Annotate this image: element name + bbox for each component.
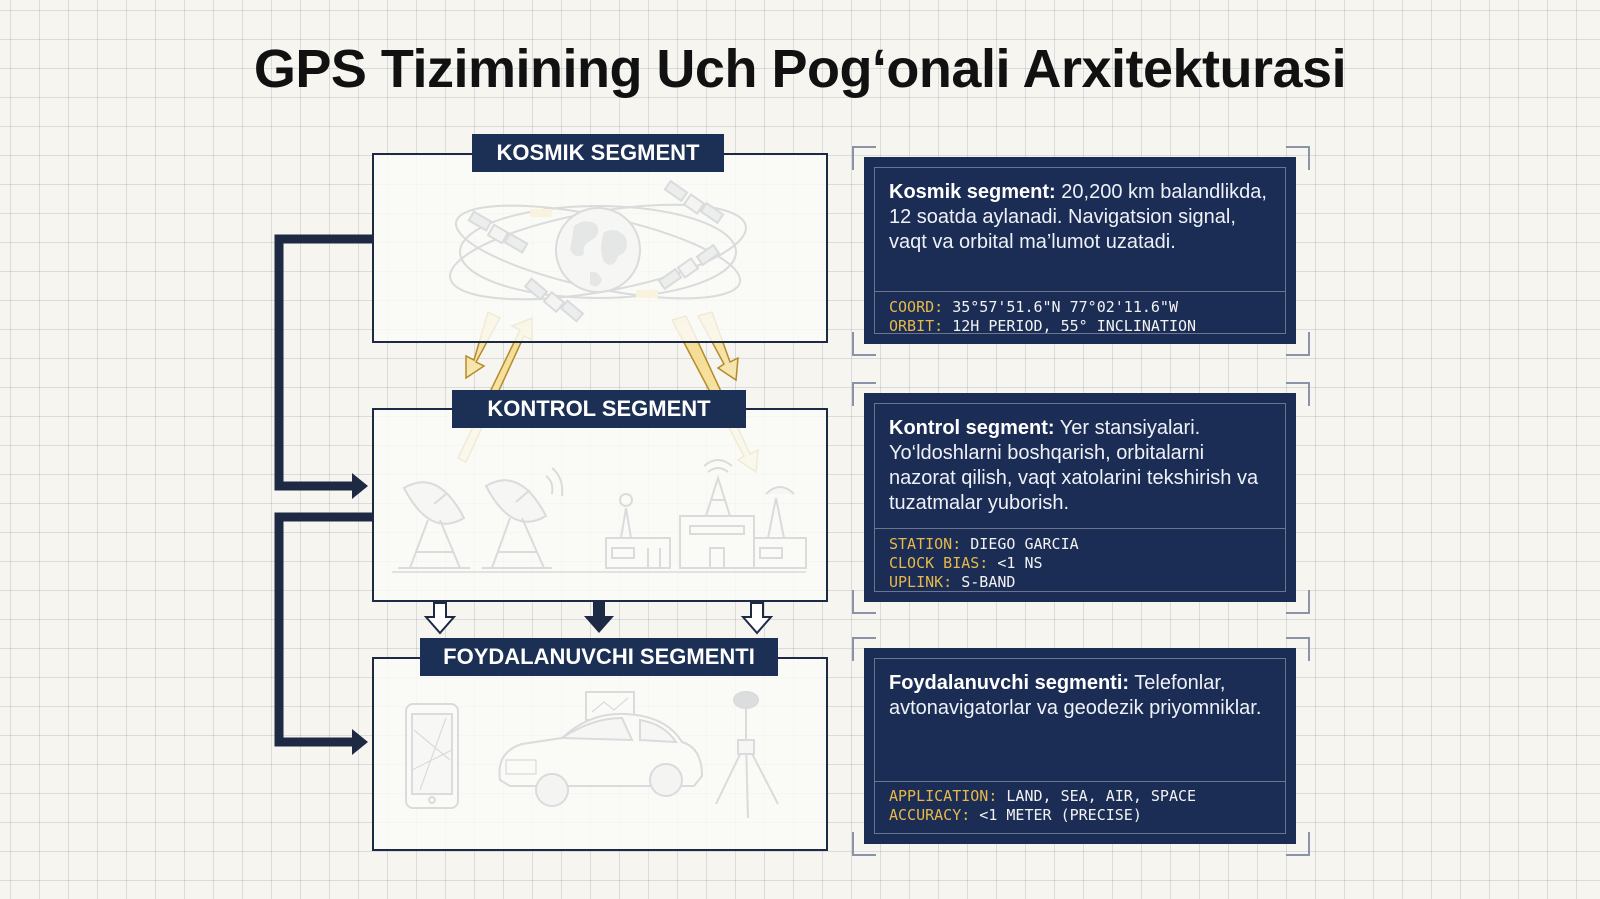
user-info-meta: APPLICATION: LAND, SEA, AIR, SPACE ACCUR… [889,787,1197,824]
space-info-panel: Kosmik segment: 20,200 km balandlikda, 1… [864,157,1296,344]
panel-corner-bracket [852,590,876,614]
user-segment-label: FOYDALANUVCHI SEGMENTI [420,638,778,676]
user-info-panel: Foydalanuvchi segmenti: Telefonlar, avto… [864,648,1296,844]
feedback-connector [274,234,372,755]
page-title: GPS Tizimining Uch Pog‘onali Arxitektura… [253,39,1347,99]
downlink-arrows [423,601,774,635]
space-segment-label: KOSMIK SEGMENT [472,134,724,172]
panel-corner-bracket [1286,590,1310,614]
space-segment-box [372,153,828,343]
control-info-meta: STATION: DIEGO GARCIA CLOCK BIAS: <1 NS … [889,535,1079,591]
user-info-text: Foydalanuvchi segmenti: Telefonlar, avto… [889,672,1262,719]
panel-corner-bracket [1286,382,1310,406]
panel-corner-bracket [1286,832,1310,856]
panel-corner-bracket [852,146,876,170]
panel-corner-bracket [852,637,876,661]
panel-corner-bracket [1286,637,1310,661]
control-segment-label: KONTROL SEGMENT [452,390,746,428]
panel-corner-bracket [1286,332,1310,356]
panel-corner-bracket [1286,146,1310,170]
panel-corner-bracket [852,832,876,856]
control-info-panel: Kontrol segment: Yer stansiyalari. Yo‘ld… [864,393,1296,602]
control-info-text: Kontrol segment: Yer stansiyalari. Yo‘ld… [889,417,1259,514]
space-info-meta: COORD: 35°57'51.6"N 77°02'11.6"W ORBIT: … [889,298,1197,335]
control-segment-box [372,408,828,602]
panel-corner-bracket [852,382,876,406]
user-segment-box [372,657,828,851]
panel-corner-bracket [852,332,876,356]
space-info-text: Kosmik segment: 20,200 km balandlikda, 1… [889,181,1267,253]
